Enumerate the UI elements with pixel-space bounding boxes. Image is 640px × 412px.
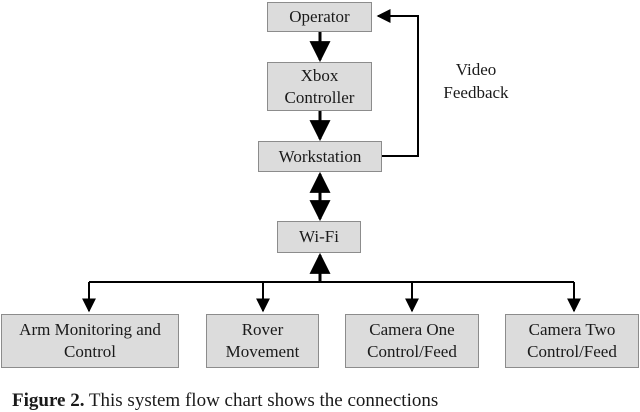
edge-video-feedback	[376, 9, 419, 157]
figure-label: Figure 2.	[12, 390, 85, 411]
node-operator: Operator	[267, 2, 372, 32]
node-camera-one: Camera One Control/Feed	[345, 314, 479, 368]
node-rover-movement: Rover Movement	[206, 314, 319, 368]
node-xbox-controller: Xbox Controller	[267, 62, 372, 111]
node-workstation: Workstation	[258, 141, 382, 172]
figure-caption: Figure 2. This system flow chart shows t…	[12, 390, 438, 412]
node-wifi: Wi-Fi	[277, 221, 361, 253]
node-camera-two: Camera Two Control/Feed	[505, 314, 639, 368]
node-arm-monitoring: Arm Monitoring and Control	[1, 314, 179, 368]
video-feedback-label: Video Feedback	[443, 60, 509, 102]
figure-caption-text: This system flow chart shows the connect…	[88, 390, 439, 411]
